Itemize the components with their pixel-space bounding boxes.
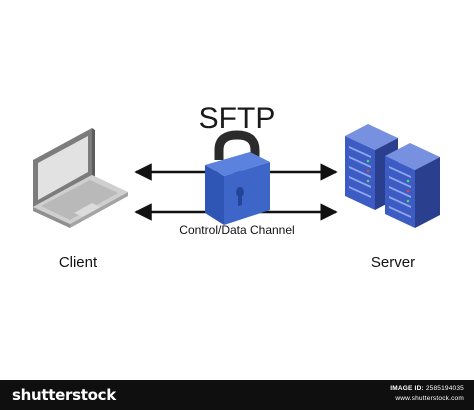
client-label: Client [59,254,98,271]
image-id-label: IMAGE ID: [390,385,424,392]
channel-label: Control/Data Channel [179,223,294,237]
server-icon [345,124,440,228]
laptop-icon [33,128,128,228]
diagram-title: SFTP [199,102,276,135]
site-link: www.shutterstock.com [395,395,464,402]
sftp-diagram: SFTP Control/Data Channel [33,102,440,271]
footer-bar: shutterstock IMAGE ID: 2585194035 www.sh… [0,380,474,410]
padlock-icon [205,130,270,225]
brand-logo: shutterstock [12,386,116,404]
image-id: 2585194035 [425,385,464,392]
image-meta: IMAGE ID: 2585194035 www.shutterstock.co… [390,384,464,404]
server-label: Server [371,254,415,271]
